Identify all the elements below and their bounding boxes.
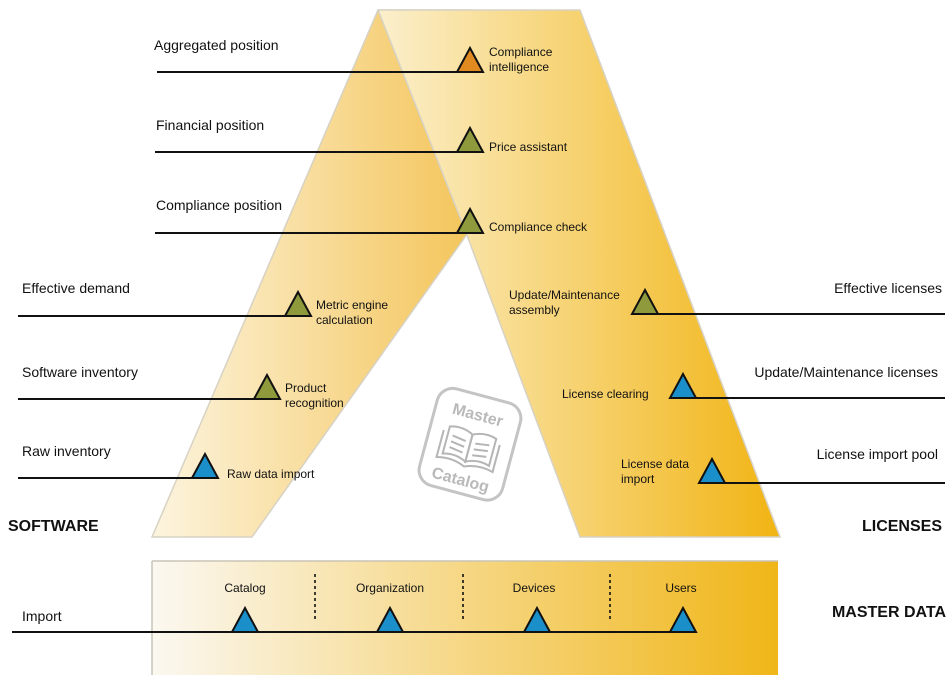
level-compliance-position: Compliance position [156, 197, 283, 213]
level-financial-position: Financial position [156, 117, 265, 133]
software-heading: SOFTWARE [8, 518, 99, 535]
compliance-check-marker [455, 206, 485, 234]
level-software-inventory: Software inventory [22, 364, 138, 380]
master-data-users: Users [665, 581, 697, 595]
level-import: Import [22, 608, 62, 624]
level-aggregated-position: Aggregated position [154, 37, 279, 53]
catalog-marker [230, 605, 260, 633]
open-book-icon [435, 425, 501, 474]
devices-marker [522, 605, 552, 633]
step-compliance-intelligence: Compliance intelligence [489, 45, 553, 74]
update-maintenance-assembly-marker [630, 287, 660, 315]
master-data-heading: MASTER DATA [831, 604, 946, 621]
step-compliance-check: Compliance check [489, 220, 588, 234]
price-assistant-marker [455, 125, 485, 153]
license-clearing-marker [668, 371, 698, 399]
step-product-recognition: Product recognition [285, 381, 344, 410]
level-license-import-pool: License import pool [816, 446, 938, 462]
master-data-catalog: Catalog [224, 581, 266, 595]
licenses-heading: LICENSES [861, 518, 942, 535]
step-metric-engine-calculation: Metric engine calculation [316, 298, 389, 327]
step-license-clearing: License clearing [562, 387, 649, 401]
master-catalog-badge: Master Catalog [417, 386, 523, 502]
product-recognition-marker [252, 372, 282, 400]
step-license-data-import: License data import [621, 457, 690, 486]
raw-data-import-marker [190, 451, 220, 479]
step-price-assistant: Price assistant [489, 140, 568, 154]
step-raw-data-import: Raw data import [227, 467, 315, 481]
license-data-import-marker [697, 456, 727, 484]
compliance-intelligence-marker [455, 45, 485, 73]
master-data-organization: Organization [355, 581, 425, 595]
users-marker [668, 605, 698, 633]
level-effective-licenses: Effective licenses [834, 280, 942, 296]
master-data-devices: Devices [512, 581, 556, 595]
master-data-band [152, 561, 778, 675]
level-raw-inventory: Raw inventory [22, 443, 111, 459]
level-effective-demand: Effective demand [22, 280, 130, 296]
level-update-maintenance-licenses: Update/Maintenance licenses [754, 364, 938, 380]
metric-engine-marker [283, 289, 313, 317]
organization-marker [375, 605, 405, 633]
level-lines [12, 71, 945, 633]
step-update-maintenance-assembly: Update/Maintenance assembly [509, 288, 620, 317]
